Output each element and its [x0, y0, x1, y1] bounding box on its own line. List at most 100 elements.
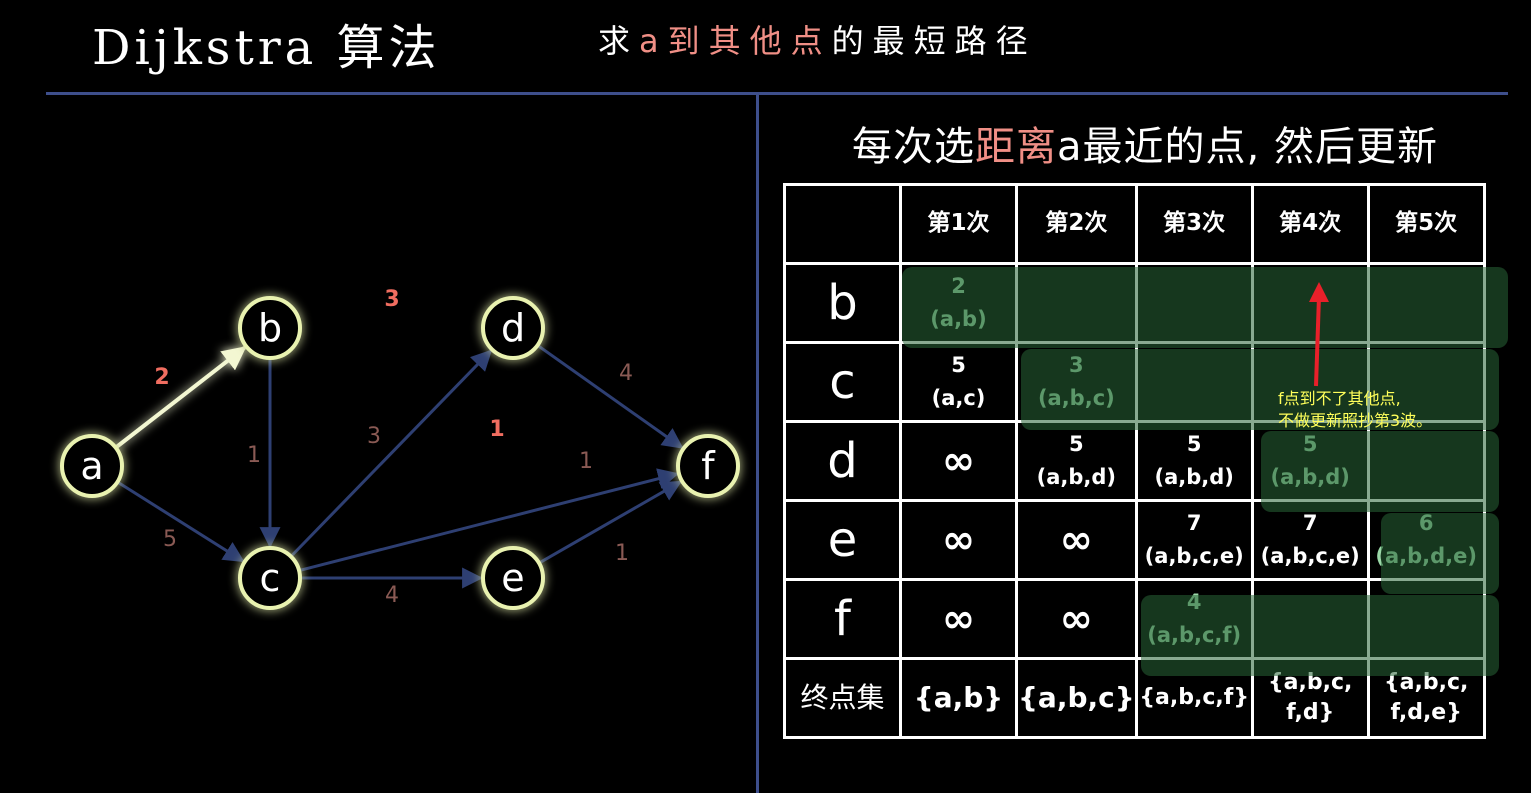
- cell-e-2: ∞: [1015, 499, 1138, 581]
- weight-b-d: 3: [384, 287, 399, 312]
- subtitle-prefix: 求: [598, 22, 640, 60]
- heading-highlight: 距离: [975, 124, 1057, 170]
- node-label-e: e: [501, 556, 524, 600]
- cell-d-1: ∞: [899, 420, 1018, 502]
- node-circle-e: [481, 546, 545, 610]
- table-header-row: 第1次 第2次 第3次 第4次 第5次: [783, 183, 1486, 265]
- header-iteration-3: 第3次: [1134, 183, 1254, 265]
- weight-b-c: 1: [247, 443, 261, 468]
- node-a: a: [60, 434, 124, 498]
- cell-f-1: ∞: [899, 578, 1018, 660]
- header-iteration-1: 第1次: [899, 183, 1018, 265]
- edge-c-d: [289, 349, 493, 558]
- row-label-b: b: [783, 262, 902, 344]
- cell-f-2: ∞: [1015, 578, 1138, 660]
- page-title: Dijkstra 算法: [92, 20, 441, 76]
- cell-value: 6: [1418, 511, 1434, 536]
- table-row-f: f ∞ ∞ 4 (a,b,c,f): [783, 578, 1486, 660]
- table-heading: 每次选距离a最近的点, 然后更新: [852, 114, 1438, 172]
- table-row-final-set: 终点集 {a,b} {a,b,c} {a,b,c,f} {a,b,c, f,d}…: [783, 657, 1486, 739]
- node-circle-d: [481, 296, 545, 360]
- header-iteration-4: 第4次: [1250, 183, 1370, 265]
- heading-prefix: 每次选: [852, 124, 975, 170]
- table-row-e: e ∞ ∞ 7(a,b,c,e) 7(a,b,c,e) 6(a,b,d,e): [783, 499, 1486, 581]
- edge-e-f: [538, 480, 683, 565]
- row-label-c: c: [783, 341, 902, 423]
- cell-value: 5: [951, 353, 966, 378]
- header-iteration-2: 第2次: [1015, 183, 1138, 265]
- cell-value: 3: [1069, 353, 1084, 378]
- cell-value: 2: [951, 274, 966, 299]
- cell-c-1: 5 (a,c): [899, 341, 1018, 423]
- set-3: {a,b,c,f}: [1134, 657, 1254, 739]
- cell-path: (a,b): [930, 307, 987, 331]
- cell-path: (a,b,d): [1036, 465, 1117, 489]
- distance-table: 第1次 第2次 第3次 第4次 第5次 b 2(a,b) c 5(a,c) 3(…: [783, 183, 1486, 739]
- weight-e-f: 1: [615, 541, 629, 566]
- cell-path: (a,c): [931, 386, 986, 410]
- subtitle-highlight: a到其他点: [639, 22, 832, 60]
- cell-b-1: 2 (a,b): [899, 262, 1018, 344]
- row-label-final-set: 终点集: [783, 657, 902, 739]
- node-c: c: [238, 546, 302, 610]
- annotation-note: f点到不了其他点, 不做更新照抄第3波。: [1278, 388, 1432, 432]
- set-1: {a,b}: [899, 657, 1018, 739]
- cell-path: (a,b,c,e): [1144, 544, 1244, 568]
- cell-value: 5: [1302, 432, 1318, 457]
- set-4: {a,b,c, f,d}: [1250, 657, 1370, 739]
- weight-c-e: 4: [385, 583, 399, 608]
- horizontal-divider: [46, 92, 1508, 95]
- corner-cell: [783, 183, 902, 265]
- weight-a-b: 2: [154, 365, 169, 390]
- node-label-c: c: [260, 556, 281, 600]
- node-d: d: [481, 296, 545, 360]
- node-circle-a: [60, 434, 124, 498]
- cell-b-5: [1366, 262, 1486, 344]
- cell-c-2: 3(a,b,c): [1015, 341, 1138, 423]
- cell-f-3: 4 (a,b,c,f): [1134, 578, 1254, 660]
- cell-b-3: [1134, 262, 1254, 344]
- cell-path: (a,b,d): [1270, 465, 1350, 489]
- node-label-a: a: [80, 444, 103, 488]
- page-subtitle: 求a到其他点的最短路径: [598, 16, 1037, 62]
- cell-d-3: 5 (a,b,d): [1134, 420, 1254, 502]
- weight-a-c: 5: [163, 527, 177, 552]
- row-label-e: e: [783, 499, 902, 581]
- edge-a-c: [116, 480, 245, 563]
- cell-f-4: [1250, 578, 1370, 660]
- node-label-b: b: [258, 306, 282, 350]
- red-arrow-icon: [1309, 282, 1329, 387]
- note-line-1: f点到不了其他点,: [1278, 389, 1401, 408]
- table-row-b: b 2 (a,b): [783, 262, 1486, 344]
- node-e: e: [481, 546, 545, 610]
- cell-b-2: [1015, 262, 1138, 344]
- cell-path: (a,b,d,e): [1375, 544, 1477, 568]
- cell-d-4: 5 (a,b,d): [1250, 420, 1370, 502]
- table-row-d: d ∞ 5(a,b,d) 5(a,b,d) 5(a,b,d): [783, 420, 1486, 502]
- row-label-f: f: [783, 578, 902, 660]
- cell-d-5: [1366, 420, 1486, 502]
- cell-f-5: [1366, 578, 1486, 660]
- cell-c-3: [1134, 341, 1254, 423]
- subtitle-suffix: 的最短路径: [831, 22, 1037, 60]
- weight-d-f: 4: [619, 361, 633, 386]
- edge-d-f: [536, 344, 684, 449]
- edges-layer: [114, 316, 684, 589]
- cell-value: 7: [1302, 511, 1318, 536]
- cell-d-2: 5(a,b,d): [1015, 420, 1138, 502]
- cell-e-4: 7 (a,b,c,e): [1250, 499, 1370, 581]
- node-label-d: d: [501, 306, 525, 350]
- nodes-layer: a b c d e f: [60, 296, 740, 610]
- node-circle-c: [238, 546, 302, 610]
- node-label-f: f: [701, 444, 716, 488]
- node-f: f: [676, 434, 740, 498]
- cell-path: (a,b,c,e): [1260, 544, 1360, 568]
- cell-value: 4: [1186, 590, 1202, 615]
- weight-c-d: 3: [367, 424, 381, 449]
- cell-value: 5: [1186, 432, 1202, 457]
- cell-path: (a,b,c,f): [1147, 623, 1242, 647]
- cell-path: (a,b,d): [1154, 465, 1234, 489]
- cell-e-5: 6 (a,b,d,e): [1366, 499, 1486, 581]
